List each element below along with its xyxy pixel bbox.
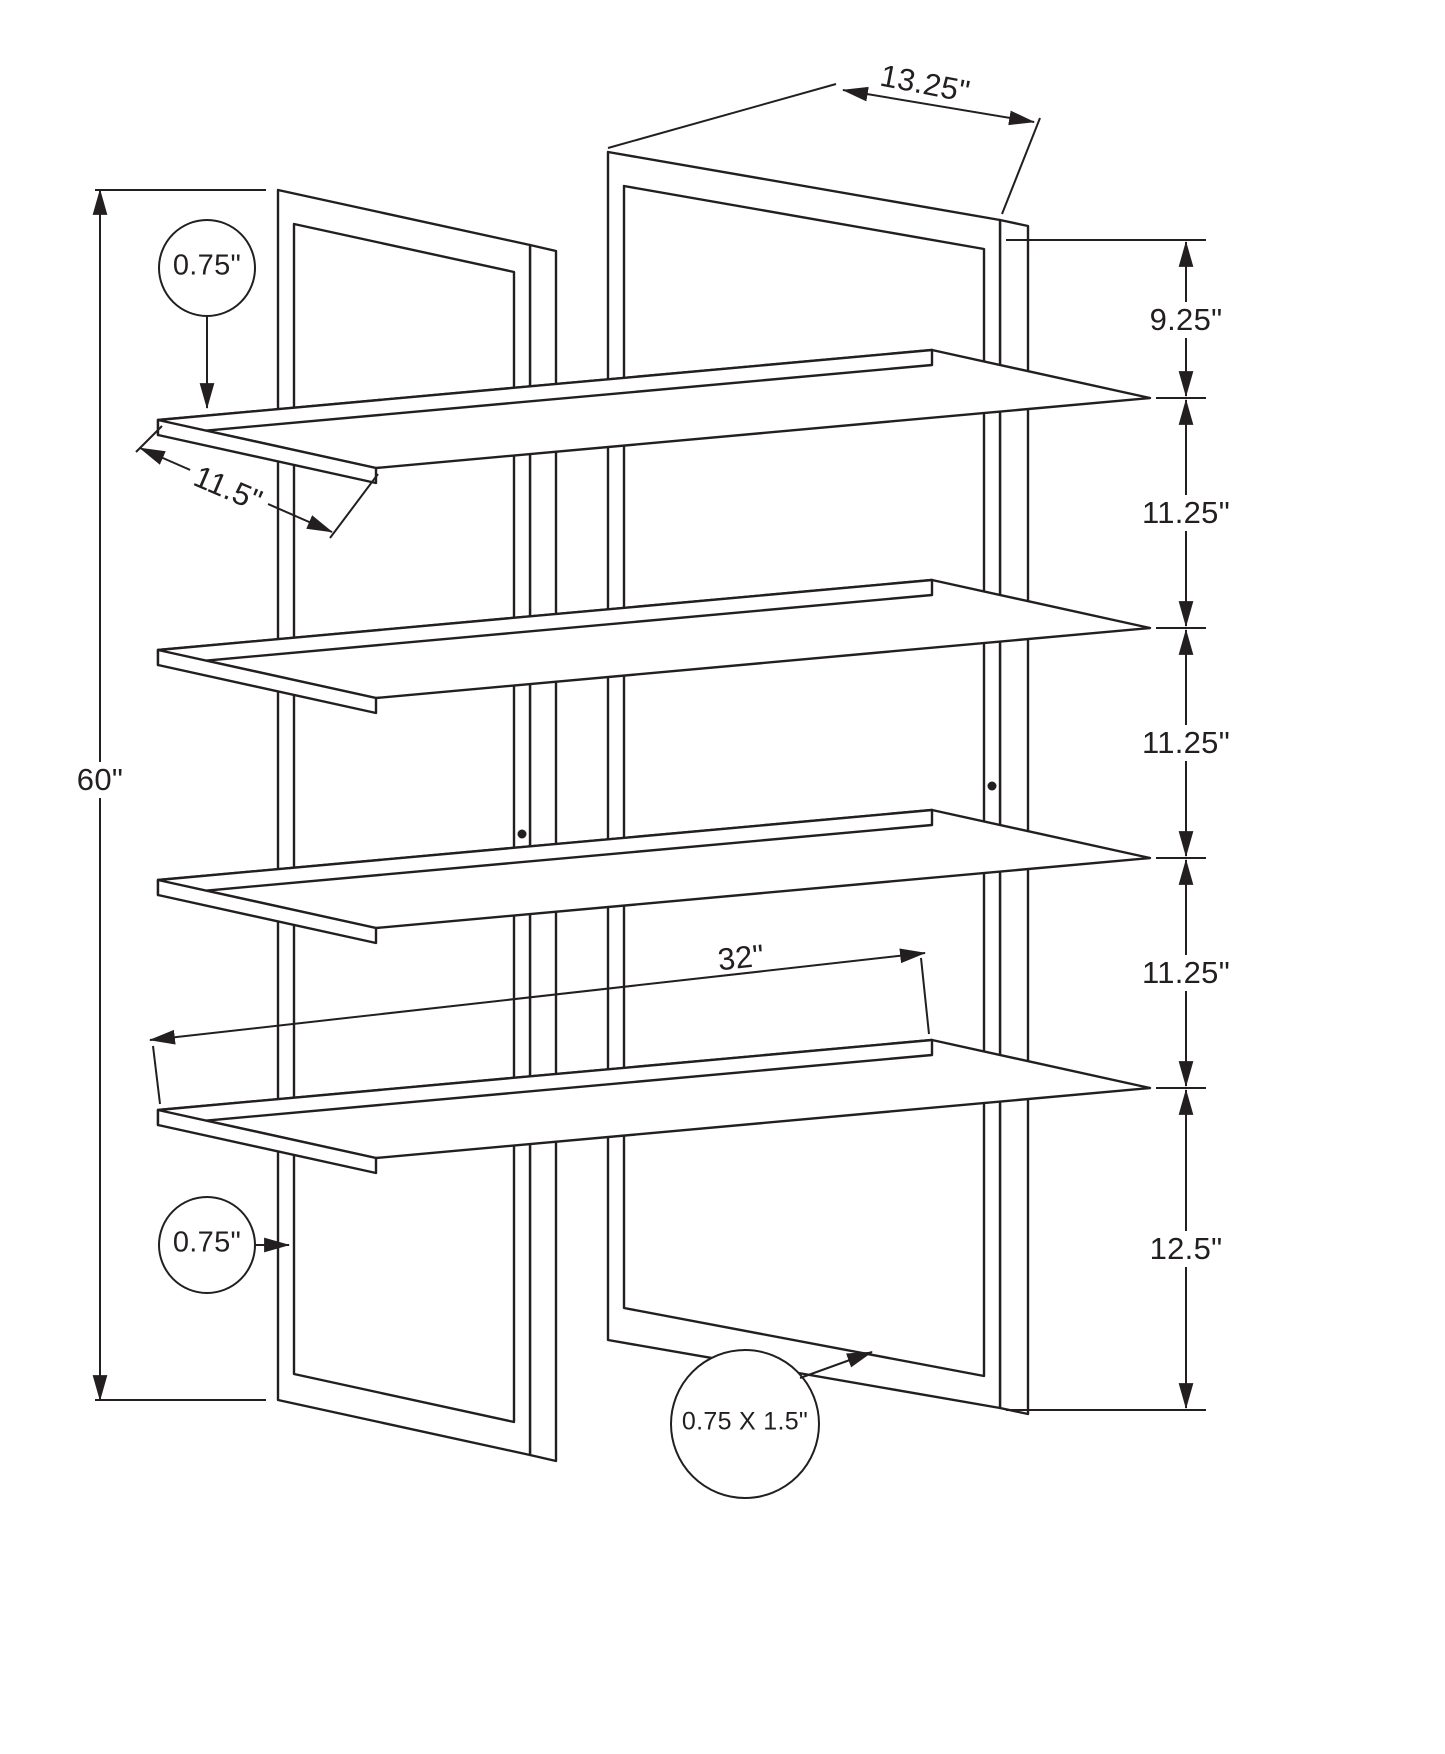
- callout-tube-size: [670, 1349, 874, 1499]
- right-frame: [606, 150, 1030, 1416]
- dim-label-tube-size: 0.75 X 1.5": [681, 1407, 809, 1436]
- dim-label-gap-bottom: 12.5": [1142, 1231, 1230, 1267]
- callout-post-thickness: [158, 1196, 291, 1294]
- dim-label-gap-4: 11.25": [1134, 955, 1238, 991]
- dim-label-post-thickness: 0.75": [172, 1226, 242, 1259]
- dim-shelf-width: [148, 948, 930, 1105]
- dim-label-shelf-thickness-top: 0.75": [172, 249, 242, 282]
- dim-label-gap-2: 11.25": [1134, 495, 1238, 531]
- dim-label-gap-3: 11.25": [1134, 725, 1238, 761]
- shelf-2: [156, 578, 1152, 715]
- shelf-3: [156, 808, 1152, 945]
- dim-frame-depth: [607, 83, 1041, 215]
- dim-label-gap-top: 9.25": [1142, 302, 1230, 338]
- dim-label-height-total: 60": [69, 762, 131, 798]
- callout-shelf-thickness-top: [158, 219, 256, 410]
- shelf-4: [156, 1038, 1152, 1175]
- dim-label-shelf-width: 32": [716, 937, 766, 978]
- shelves: [156, 348, 1152, 1175]
- frame-connector-dots: [517, 781, 997, 839]
- left-frame: [276, 188, 558, 1463]
